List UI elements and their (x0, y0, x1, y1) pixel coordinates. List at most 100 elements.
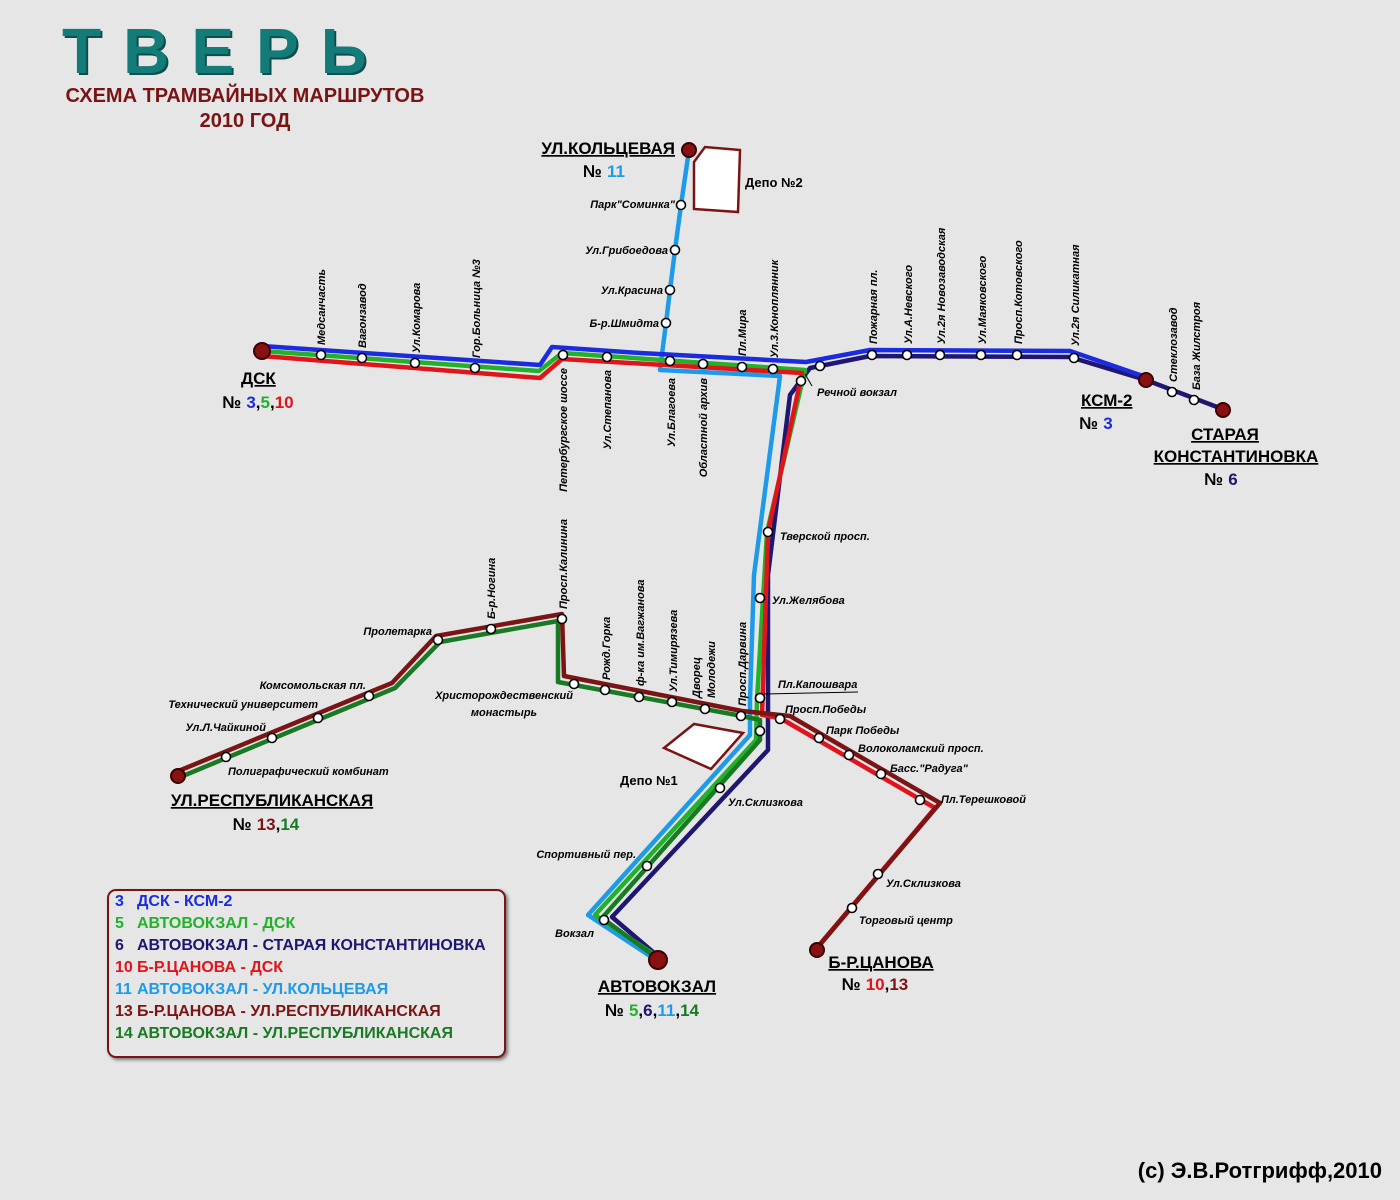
label-blagoeva: Ул.Благоева (666, 378, 678, 447)
label-kotovskogo: Просп.Котовского (1013, 240, 1025, 344)
label-zhelyabova: Ул.Желябова (772, 595, 845, 607)
stop-nogina[interactable] (485, 623, 497, 635)
stop-peterburgskoe[interactable] (557, 349, 569, 361)
stop-raduga[interactable] (875, 768, 887, 780)
stop-novozavodskaya[interactable] (934, 349, 946, 361)
legend-route-text: АВТОВОКЗАЛ - ДСК (137, 915, 296, 932)
stop-poligraf[interactable] (220, 751, 232, 763)
stop-chaykinoy[interactable] (266, 732, 278, 744)
stop-bazazhilstroya[interactable] (1188, 394, 1200, 406)
stop-stepanova[interactable] (601, 351, 613, 363)
stop-blagoeva[interactable] (664, 355, 676, 367)
legend-route-number: 3 (115, 893, 124, 910)
stop-komsomolskaya[interactable] (363, 690, 375, 702)
stop-pobedy[interactable] (774, 713, 786, 725)
stop-park-sominka[interactable] (675, 199, 687, 211)
stop-plmira[interactable] (736, 361, 748, 373)
stop-rechnoy-a[interactable] (795, 375, 807, 387)
terminal-canova-marker[interactable] (809, 942, 825, 958)
stop-krasina[interactable] (664, 284, 676, 296)
label-depot-1: Депо №1 (620, 773, 678, 788)
stop-zhelyabova[interactable] (754, 592, 766, 604)
label-medsanchast: Медсанчасть (316, 269, 328, 345)
terminal-ksm2-marker[interactable] (1138, 372, 1154, 388)
label-vagonzavod: Вагонзавод (357, 283, 369, 348)
stop-vagonzavod[interactable] (356, 352, 368, 364)
stop-dvorec[interactable] (699, 703, 711, 715)
stop-kotovskogo[interactable] (1011, 349, 1023, 361)
label-park-sominka: Парк"Соминка" (590, 199, 676, 211)
route-6-line (609, 353, 1226, 960)
stop-shmidta[interactable] (660, 317, 672, 329)
terminal-staraya-marker[interactable] (1215, 402, 1231, 418)
stop-timiryazeva[interactable] (666, 696, 678, 708)
label-parkpobedy: Парк Победы (826, 725, 900, 737)
label-novozavodskaya: Ул.2я Новозаводская (936, 227, 948, 344)
stop-proletarka[interactable] (432, 634, 444, 646)
stop-sportivny[interactable] (641, 860, 653, 872)
stop-oblarhiv[interactable] (697, 358, 709, 370)
stop-silikatnaya[interactable] (1068, 352, 1080, 364)
terminal-respublikanskaya-marker[interactable] (170, 768, 186, 784)
label-rozhdgorka: Рожд.Горка (601, 617, 613, 680)
label-konoplyannik: Ул.3.Коноплянник (769, 258, 781, 358)
stop-tehuniver[interactable] (312, 712, 324, 724)
label-komsomolskaya: Комсомольская пл. (260, 680, 366, 692)
terminal-avtovokzal-marker[interactable] (648, 950, 668, 970)
stops (220, 199, 1200, 926)
stop-rozhdgorka[interactable] (599, 684, 611, 696)
stop-vagzhanova[interactable] (633, 691, 645, 703)
route-11-line (585, 149, 783, 960)
legend-route-number: 6 (115, 937, 124, 954)
label-tehuniver: Технический университет (168, 699, 318, 711)
stop-sklizkova-east[interactable] (872, 868, 884, 880)
label-dvorec-2: Молодежи (706, 641, 718, 698)
stop-gorbolnica[interactable] (469, 362, 481, 374)
stop-steklozavod[interactable] (1166, 386, 1178, 398)
legend-route-text: ДСК - КСМ-2 (137, 893, 233, 910)
stop-tverskoy[interactable] (762, 526, 774, 538)
stop-mayakovskogo[interactable] (975, 349, 987, 361)
stop-hristo[interactable] (568, 678, 580, 690)
label-plmira: Пл.Мира (737, 309, 749, 356)
stop-rechnoy-b[interactable] (814, 360, 826, 372)
label-sklizkova-east: Ул.Склизкова (886, 878, 961, 890)
label-volokolamsky: Волоколамский просп. (858, 743, 984, 755)
route-13-line (175, 611, 943, 949)
depot-2-shape (692, 145, 742, 214)
stop-konoplyannik[interactable] (767, 363, 779, 375)
stop-griboedova[interactable] (669, 244, 681, 256)
terminal-dsk-marker[interactable] (253, 342, 271, 360)
stop-nevskogo[interactable] (901, 349, 913, 361)
stop-medsanchast[interactable] (315, 349, 327, 361)
label-dvorec-1: Дворец (691, 657, 703, 699)
stop-kaposhvara[interactable] (754, 692, 766, 704)
label-pozharnaya: Пожарная пл. (868, 270, 880, 344)
legend-route-number: 11 (115, 981, 132, 998)
label-torgovy: Торговый центр (859, 915, 953, 927)
stop-tereshkovoy[interactable] (914, 794, 926, 806)
stop-sklizkova-south[interactable] (714, 782, 726, 794)
stop-komarova[interactable] (409, 357, 421, 369)
stop-kalinina[interactable] (556, 613, 568, 625)
legend-route-number: 14 (115, 1025, 133, 1042)
terminal-kolcevaya-marker[interactable] (681, 142, 697, 158)
label-vokzal: Вокзал (555, 928, 594, 940)
stop-darvina[interactable] (735, 710, 747, 722)
label-timiryazeva: Ул.Тимирязева (668, 610, 680, 692)
stop-parkpobedy[interactable] (813, 732, 825, 744)
label-tereshkovoy: Пл.Терешковой (941, 794, 1026, 806)
stop-kaposhvara-b[interactable] (754, 725, 766, 737)
stop-torgovy[interactable] (846, 902, 858, 914)
stop-vokzal[interactable] (598, 914, 610, 926)
stop-pozharnaya[interactable] (866, 349, 878, 361)
stop-volokolamsky[interactable] (843, 749, 855, 761)
